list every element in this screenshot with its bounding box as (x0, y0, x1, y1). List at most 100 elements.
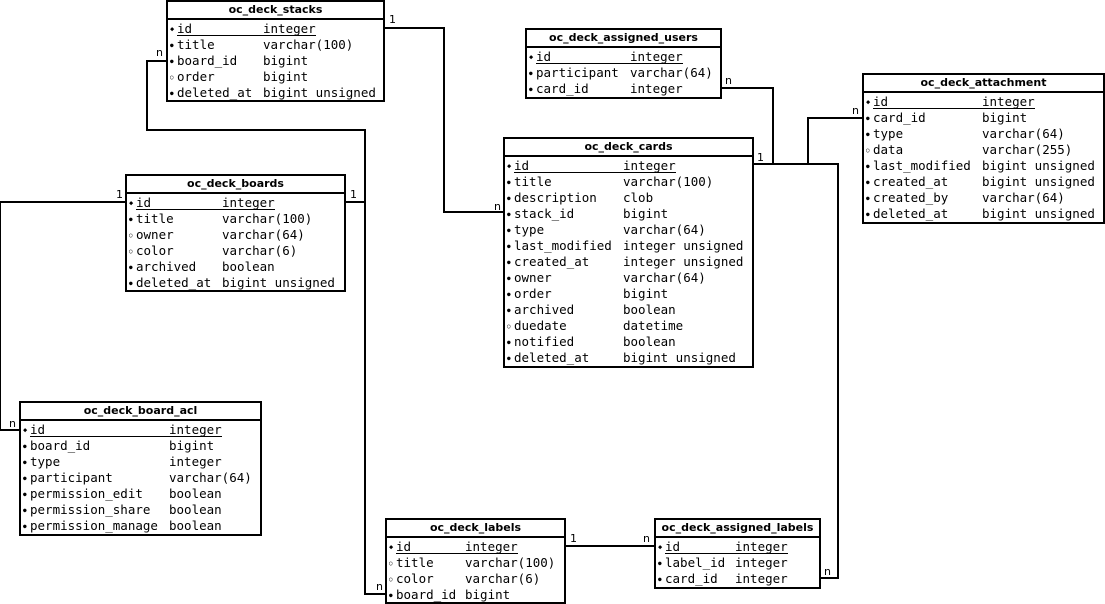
table-oc-deck-stacks[interactable]: oc_deck_stacksidintegertitlevarchar(100)… (166, 0, 385, 102)
column-name: deleted_at (136, 275, 212, 290)
column-name: title (136, 211, 174, 226)
column-name: archived (514, 302, 575, 317)
column-type: varchar(100) (623, 174, 714, 189)
column-type: integer (735, 571, 788, 586)
table-oc-deck-attachment[interactable]: oc_deck_attachmentidintegercard_idbigint… (862, 73, 1105, 224)
column-type: varchar(6) (222, 243, 298, 258)
column-name: color (136, 243, 174, 258)
column-row[interactable]: color varchar(6) (127, 243, 344, 259)
column-type: boolean (623, 302, 676, 317)
column-type: bigint unsigned (222, 275, 335, 290)
column-row[interactable]: card_id bigint (864, 110, 1103, 126)
column-name: card_id (873, 110, 926, 125)
column-type: bigint unsigned (982, 174, 1095, 189)
table-oc-deck-cards[interactable]: oc_deck_cardsidintegertitlevarchar(100)d… (503, 137, 754, 368)
cardinality-label: n (824, 565, 831, 578)
column-type: varchar(6) (465, 571, 541, 586)
column-type: varchar(100) (465, 555, 556, 570)
column-type: boolean (222, 259, 275, 274)
cardinality-label: n (643, 532, 650, 545)
table-oc-deck-boards[interactable]: oc_deck_boardsidintegertitlevarchar(100)… (125, 174, 346, 292)
column-type: integer (735, 555, 788, 570)
table-oc-deck-labels[interactable]: oc_deck_labelsidintegertitlevarchar(100)… (385, 518, 566, 604)
column-type: integer unsigned (623, 254, 744, 269)
column-type: integer (169, 422, 222, 437)
column-type: integer (623, 158, 676, 173)
column-name: title (177, 37, 215, 52)
cardinality-label: n (494, 200, 501, 213)
column-list: idintegerboard_idbiginttypeintegerpartic… (21, 421, 260, 534)
column-row[interactable]: archived boolean (505, 302, 752, 318)
table-oc-deck-assigned-labels[interactable]: oc_deck_assigned_labelsidintegerlabel_id… (654, 518, 821, 589)
column-name: owner (136, 227, 174, 242)
column-name: archived (136, 259, 197, 274)
column-type: bigint (982, 110, 1028, 125)
column-type: integer (222, 195, 275, 210)
column-row[interactable]: archived boolean (127, 259, 344, 275)
column-type: integer unsigned (623, 238, 744, 253)
connector-cards-assigned-labels[interactable] (752, 163, 839, 579)
cardinality-label: 1 (757, 151, 764, 164)
connector-boards-labels[interactable] (345, 201, 387, 595)
column-type: integer (735, 539, 788, 554)
column-type: bigint unsigned (263, 85, 376, 100)
connector-cards-attachment[interactable] (752, 117, 864, 165)
table-title: oc_deck_boards (127, 176, 344, 194)
table-oc-deck-assigned-users[interactable]: oc_deck_assigned_usersidintegerparticipa… (525, 28, 722, 99)
column-name: id (873, 94, 889, 109)
connector-stacks-cards[interactable] (384, 27, 504, 213)
column-row[interactable]: deleted_at bigint unsigned (127, 275, 344, 291)
column-name: order (177, 69, 215, 84)
table-oc-deck-board-acl[interactable]: oc_deck_board_aclidintegerboard_idbigint… (19, 401, 262, 536)
connector-boards-board-acl[interactable] (0, 201, 127, 431)
table-title: oc_deck_board_acl (21, 403, 260, 421)
column-name: created_by (873, 190, 949, 205)
column-list: idintegercard_id biginttypevarchar(64)dat… (864, 93, 1103, 222)
